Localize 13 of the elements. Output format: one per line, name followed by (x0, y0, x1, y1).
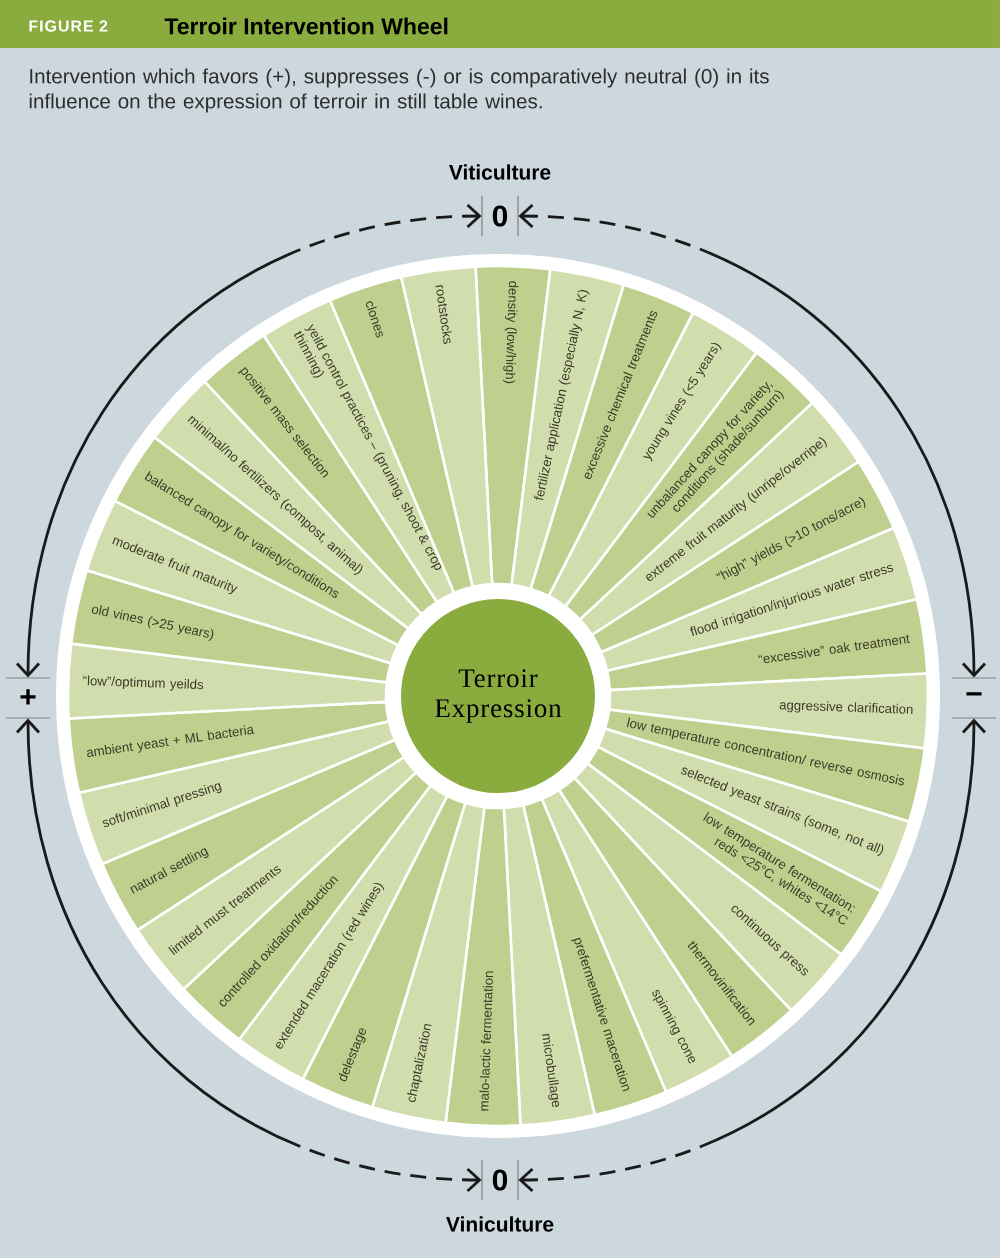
sign-label: + (5, 677, 51, 719)
sign-label: 0 (481, 195, 519, 237)
arrow (518, 203, 987, 678)
arrow (518, 718, 987, 1193)
sign-label: − (951, 677, 997, 719)
sign-label: 0 (481, 1159, 519, 1201)
caption: Intervention which favors (+), suppresses (-) or is comparatively neutral (0) in its influence on the expression of terroir in still table wines. (29, 68, 769, 113)
figure-number: FIGURE 2 (29, 20, 108, 32)
title: Terroir Intervention Wheel (164, 17, 448, 35)
section-heading: Viniculture (446, 1216, 554, 1232)
arrow (15, 203, 482, 678)
arrow (15, 718, 482, 1193)
section-heading: Viticulture (449, 164, 551, 180)
